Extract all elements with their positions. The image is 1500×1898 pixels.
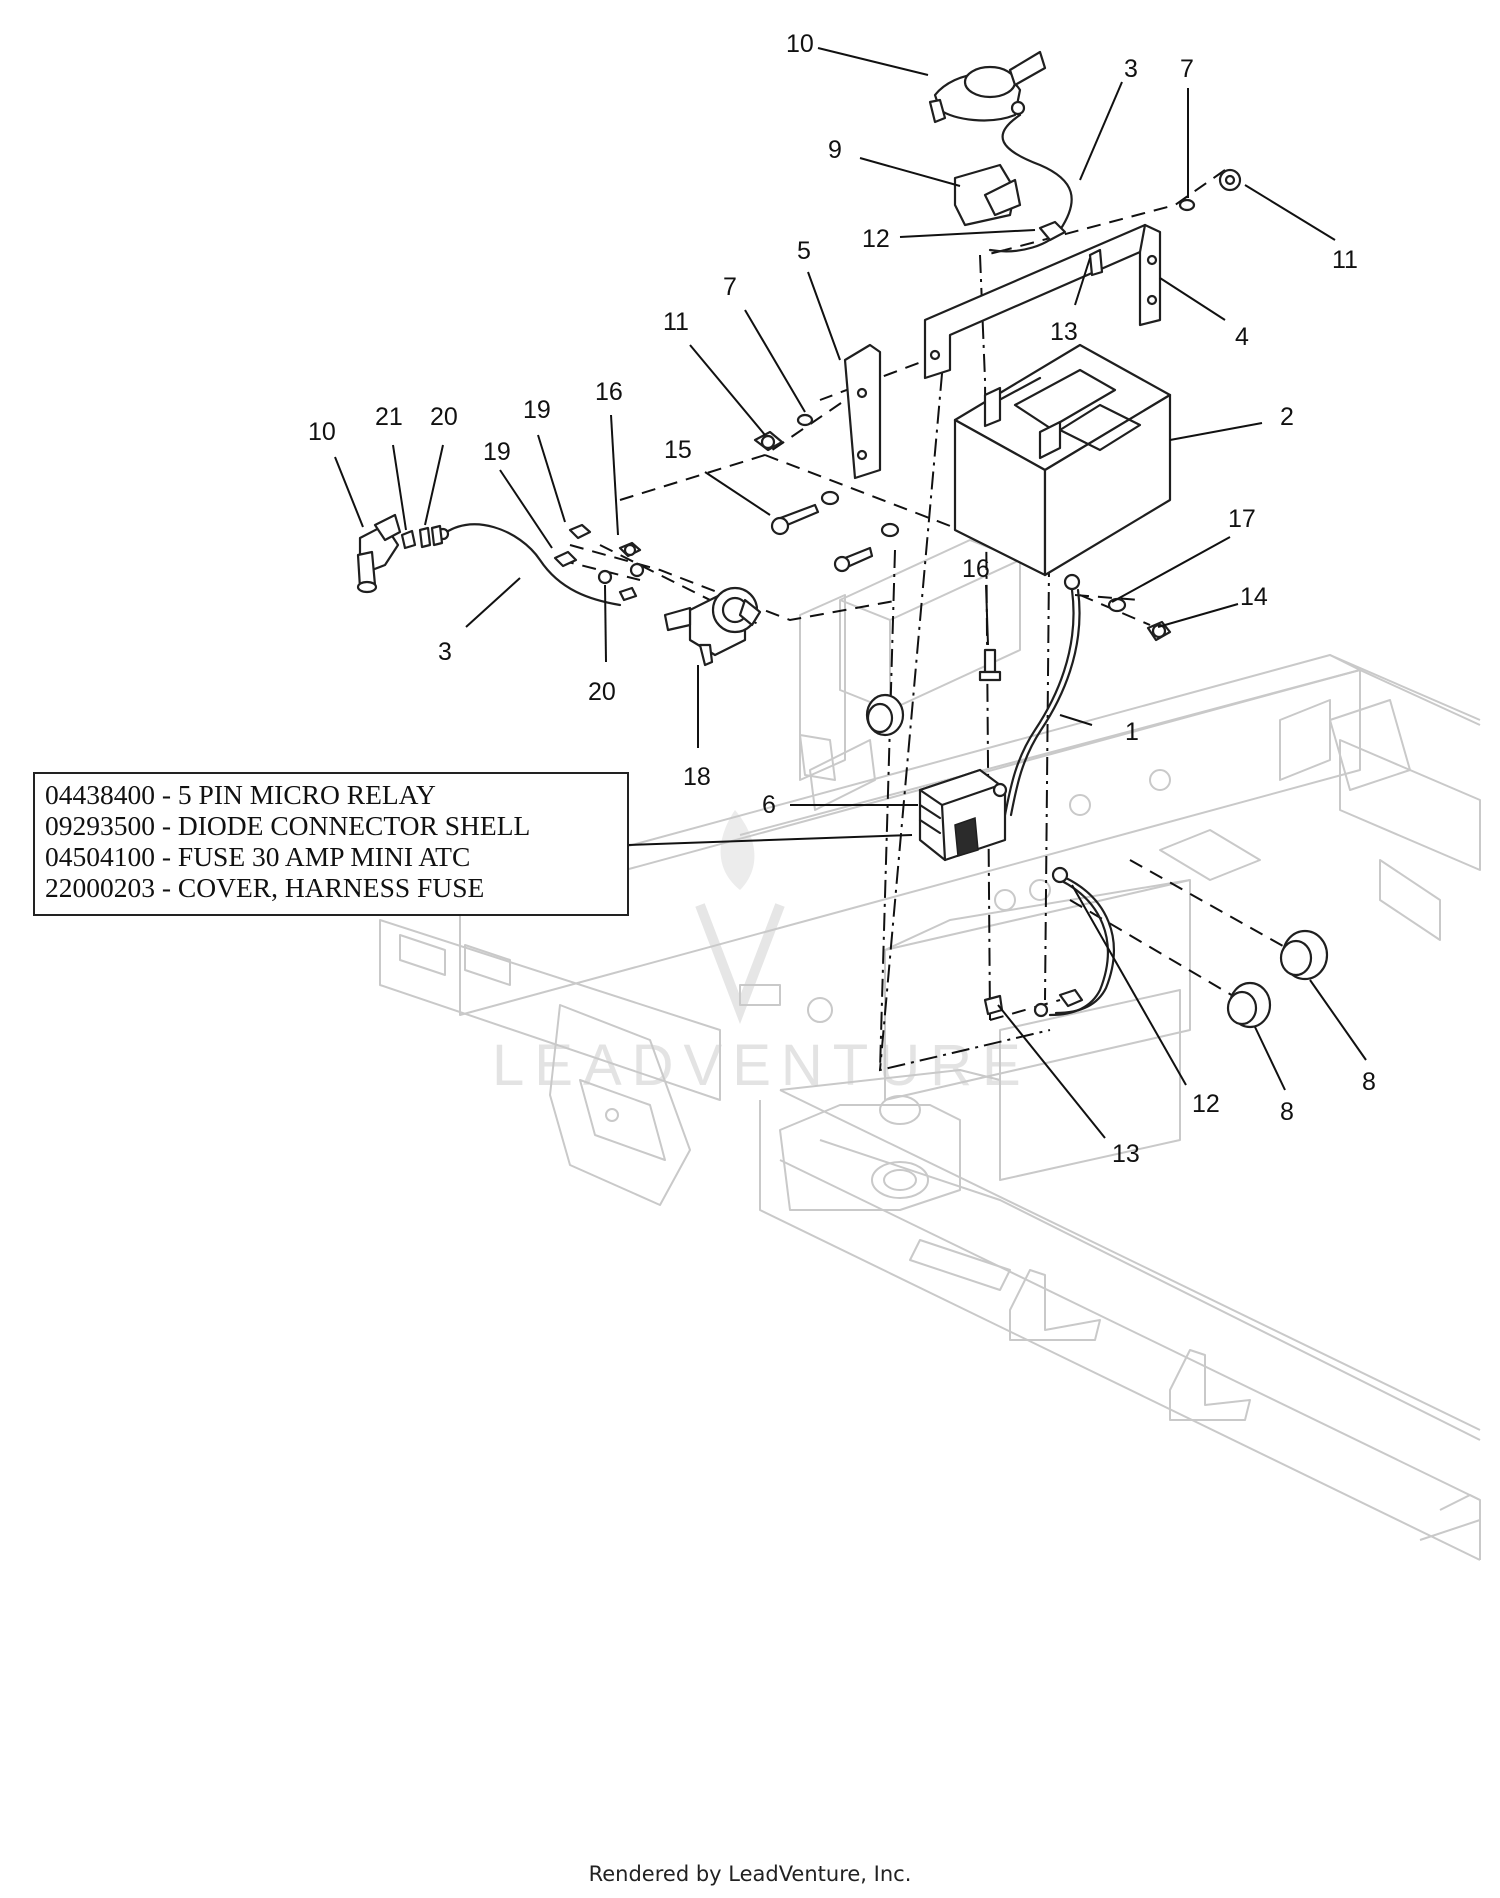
note-line-relay: 04438400 - 5 PIN MICRO RELAY [45, 779, 436, 810]
callout-9: 9 [828, 136, 842, 164]
callout-13-bottom: 13 [1112, 1140, 1140, 1168]
callout-10-left: 10 [308, 418, 336, 446]
callout-16-top: 16 [595, 378, 623, 406]
callout-17: 17 [1228, 505, 1256, 533]
callout-3-top: 3 [1124, 55, 1138, 83]
callout-7-left: 7 [723, 273, 737, 301]
grommet-8b [1279, 929, 1329, 981]
callout-11-left: 11 [663, 308, 689, 336]
callout-5: 5 [797, 237, 811, 265]
note-line-diode-shell: 09293500 - DIODE CONNECTOR SHELL [45, 810, 531, 841]
parts [356, 50, 1329, 1029]
note-line-fuse: 04504100 - FUSE 30 AMP MINI ATC [45, 841, 471, 872]
callout-19-right: 19 [523, 396, 551, 424]
callout-8-left: 8 [1280, 1098, 1294, 1126]
battery [953, 343, 1172, 577]
terminal-boot-left [356, 513, 402, 594]
watermark-text: LEADVENTURE [492, 1033, 1031, 1098]
callout-labels: 10 3 7 9 11 12 5 13 4 7 11 2 16 21 20 19… [308, 30, 1376, 1168]
battery-hold-down-bracket [923, 223, 1162, 380]
callout-11-right: 11 [1332, 246, 1358, 274]
callout-8-right: 8 [1362, 1068, 1376, 1096]
fuse-relay-cover [918, 768, 1008, 862]
callout-20-top: 20 [430, 403, 458, 431]
callout-15: 15 [664, 436, 692, 464]
starter-solenoid [663, 586, 762, 667]
leader-lines [334, 47, 1367, 1139]
callout-19-left: 19 [483, 438, 511, 466]
terminal-boot-9 [953, 163, 1022, 227]
callout-13-top: 13 [1050, 318, 1078, 346]
callout-16-center: 16 [962, 555, 990, 583]
callout-3-left: 3 [438, 638, 452, 666]
callout-14: 14 [1240, 583, 1268, 611]
mower-frame [379, 539, 1481, 1561]
callout-6: 6 [762, 791, 776, 819]
grommet-8a [1226, 981, 1272, 1029]
callout-12-bottom: 12 [1192, 1090, 1220, 1118]
callout-4: 4 [1235, 323, 1249, 351]
rendered-by-footer: Rendered by LeadVenture, Inc. [588, 1862, 912, 1886]
callout-1: 1 [1125, 718, 1139, 746]
callout-7-top: 7 [1180, 55, 1194, 83]
note-line-cover: 22000203 - COVER, HARNESS FUSE [45, 872, 485, 903]
callout-12-top: 12 [862, 225, 890, 253]
leadventure-watermark: LEADVENTURE [492, 810, 1031, 1098]
callout-10-top: 10 [786, 30, 814, 58]
callout-2: 2 [1280, 403, 1294, 431]
callout-18: 18 [683, 763, 711, 791]
callout-21: 21 [375, 403, 403, 431]
terminal-boot-top [928, 50, 1047, 124]
parts-note-box: 04438400 - 5 PIN MICRO RELAY 09293500 - … [33, 772, 629, 916]
callout-20-bottom: 20 [588, 678, 616, 706]
